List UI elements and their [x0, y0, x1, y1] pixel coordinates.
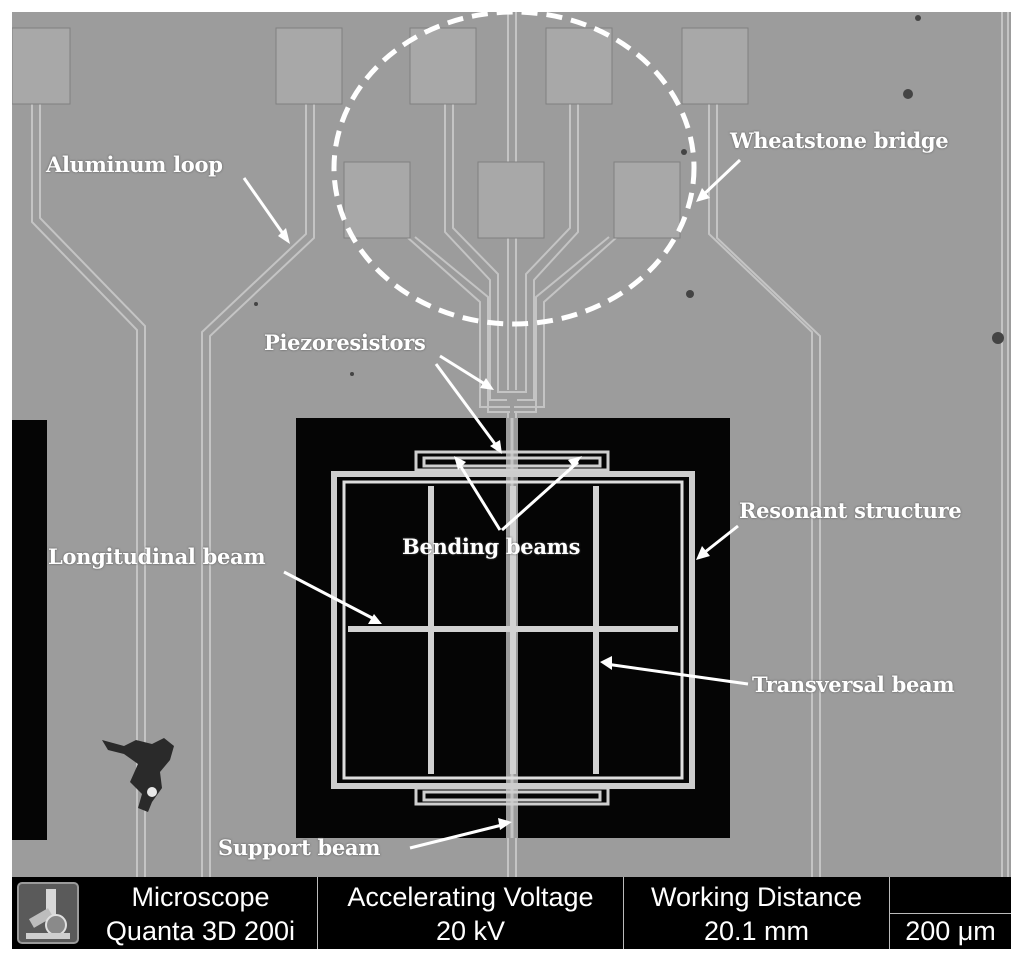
bond-pads	[12, 27, 749, 239]
label-longitudinal-beam: Longitudinal beam	[48, 544, 266, 569]
bond-pad	[681, 27, 749, 105]
arrow-piezo-2	[434, 363, 500, 449]
arrow-bending-2	[500, 460, 580, 532]
arrow-longitudinal	[283, 570, 377, 622]
arrow-piezo-1	[439, 354, 489, 388]
sem-info-bar: Microscope Quanta 3D 200i Accelerating V…	[12, 877, 1011, 949]
microscope-value: Quanta 3D 200i	[105, 916, 296, 946]
arrow-support	[409, 822, 507, 850]
label-resonant-structure: Resonant structure	[739, 498, 962, 523]
scale-bar-value: 200 μm	[889, 913, 1011, 949]
bond-pad	[477, 161, 545, 239]
arrow-wheatstone	[698, 158, 742, 200]
label-aluminum-loop: Aluminum loop	[46, 152, 223, 177]
bond-pad	[545, 27, 613, 105]
bending-beams-top	[414, 450, 610, 472]
arrow-heads	[278, 188, 710, 830]
bond-pad	[343, 161, 411, 239]
arrow-transversal	[605, 662, 749, 686]
annotation-arrows	[242, 158, 749, 850]
resonant-structure	[331, 471, 695, 789]
label-transversal-beam: Transversal beam	[752, 672, 955, 697]
microscope-cell: Microscope Quanta 3D 200i	[84, 877, 317, 949]
arrow-aluminum-loop	[242, 177, 288, 239]
voltage-header: Accelerating Voltage	[347, 882, 594, 912]
bond-pad	[275, 27, 343, 105]
wheatstone-bridge-highlight	[331, 12, 697, 327]
microscope-header: Microscope	[131, 882, 270, 912]
voltage-value: 20 kV	[435, 916, 506, 946]
resonant-grid	[348, 486, 678, 774]
label-wheatstone-bridge: Wheatstone bridge	[730, 128, 949, 153]
distance-cell: Working Distance 20.1 mm	[623, 877, 889, 949]
sem-image-frame: Aluminum loop Wheatstone bridge Piezores…	[12, 12, 1011, 949]
microscope-logo-icon	[12, 877, 84, 949]
label-support-beam: Support beam	[218, 835, 381, 860]
bond-pad	[613, 161, 681, 239]
left-trench	[12, 420, 47, 840]
distance-header: Working Distance	[650, 882, 863, 912]
distance-value: 20.1 mm	[703, 916, 810, 946]
voltage-cell: Accelerating Voltage 20 kV	[317, 877, 623, 949]
bond-pad	[409, 27, 477, 105]
arrow-bending-1	[456, 461, 502, 531]
surface-specks	[254, 15, 1004, 376]
arrow-resonant	[699, 524, 739, 558]
aluminum-loop-traces	[31, 12, 1009, 877]
sem-micrograph	[12, 12, 1011, 877]
label-bending-beams: Bending beams	[402, 534, 581, 559]
bond-pad	[12, 27, 71, 105]
label-piezoresistors: Piezoresistors	[264, 330, 426, 355]
